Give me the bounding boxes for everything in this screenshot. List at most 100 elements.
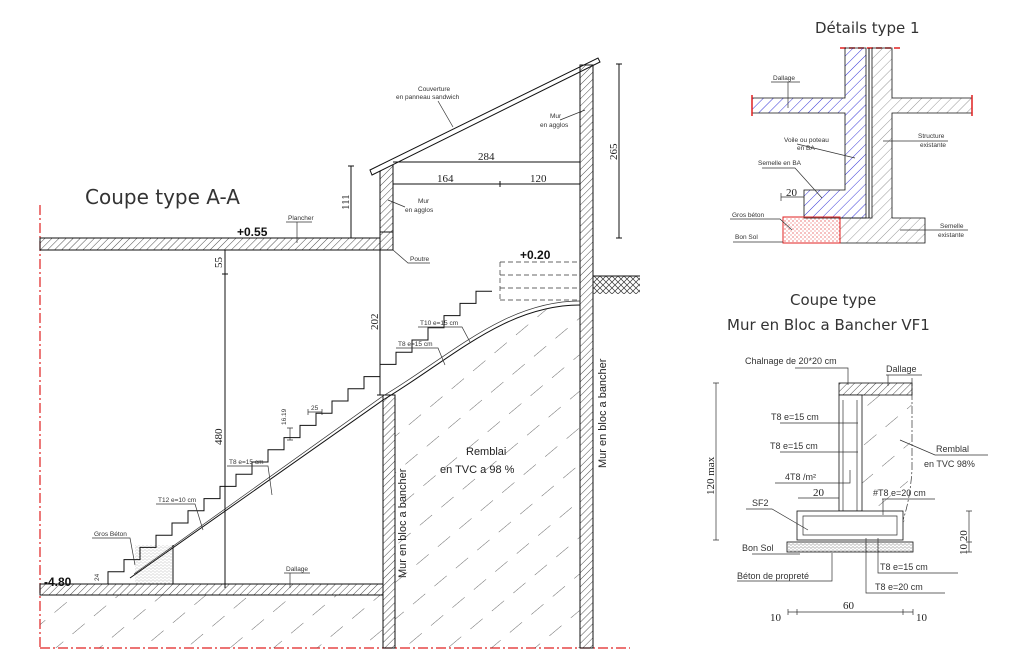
vf1-footing-rebar	[802, 515, 898, 536]
label-d-gros-beton: Gros béton	[732, 212, 765, 219]
level-plus-055: +0.55	[237, 225, 268, 239]
leader-t12	[156, 503, 204, 531]
stair-rebar	[133, 300, 581, 575]
leader-d-dallage	[771, 81, 800, 108]
label-structure-1: Structure	[918, 133, 945, 140]
label-vf1-4t8: 4T8 /m²	[785, 472, 816, 482]
coupe-vf1: Coupe type Mur en Bloc a Bancher VF1 Cha…	[705, 291, 988, 624]
label-sf2: SF2	[752, 498, 769, 508]
foundation-soil	[40, 595, 383, 648]
label-vf1-t8-c: T8 e=15 cm	[880, 562, 928, 572]
label-couverture-1: Couverture	[418, 86, 451, 93]
leader-sf2	[746, 508, 809, 531]
label-vf1-t8-a: T8 e=15 cm	[771, 412, 819, 422]
leader-vf1-t8-20	[882, 498, 935, 515]
label-t8-upper: T8 e=15 cm	[398, 341, 433, 348]
leader-d-gros-beton	[730, 218, 793, 231]
leader-semelle-ba	[762, 167, 823, 199]
label-vf1-bon-sol: Bon Sol	[742, 543, 774, 553]
dim-16-19: 16.19	[281, 408, 288, 425]
leader-t8-upper	[396, 347, 446, 366]
leader-plancher	[286, 221, 312, 243]
label-remblai-1: Remblai	[466, 446, 506, 458]
leader-voile	[796, 143, 856, 159]
vf1-dim-line-120max	[713, 382, 719, 541]
gros-beton-block	[135, 545, 173, 584]
level-plus-020: +0.20	[520, 248, 551, 262]
dim-line-265	[616, 63, 622, 239]
leader-t10	[418, 326, 471, 343]
new-structure-ba	[751, 47, 867, 219]
dim-202: 202	[369, 314, 381, 331]
label-mur-bloc-1: Mur en bloc a bancher	[397, 468, 409, 578]
dim-line-25	[307, 409, 323, 415]
dim-120: 120	[530, 173, 547, 185]
vf1-title-2: Mur en Bloc a Bancher VF1	[727, 316, 930, 334]
label-dallage: Dallage	[286, 566, 308, 573]
label-vf1-t8-b: T8 e=15 cm	[770, 441, 818, 451]
label-mur-agglos-left-2: en agglos	[405, 207, 434, 214]
leader-poutre	[392, 249, 430, 264]
dim-55: 55	[213, 257, 225, 269]
label-mur-agglos-right-1: Mur	[550, 113, 562, 120]
label-voile-2: en BA	[797, 145, 815, 152]
vf1-footing-sf2	[796, 510, 904, 541]
leader-vf1-t8-c	[877, 538, 958, 574]
wall-agglos-left	[379, 164, 394, 233]
leader-t8-lower	[227, 465, 273, 496]
vf1-dim-10-right: 10	[916, 612, 928, 624]
section-aa-title: Coupe type A-A	[85, 185, 240, 209]
label-vf1-t8-d: T8 e=20 cm	[875, 582, 923, 592]
label-gros-beton: Gros Béton	[94, 531, 127, 538]
label-t10: T10 e=15 cm	[420, 320, 458, 327]
label-couverture-2: en panneau sandwich	[396, 94, 460, 101]
label-semelle-ba: Semelle en BA	[758, 160, 802, 167]
dallage-lower	[39, 583, 384, 596]
detail-dim-20: 20	[786, 187, 798, 199]
label-structure-2: existante	[920, 142, 946, 149]
label-t12: T12 e=10 cm	[158, 497, 196, 504]
label-d-bon-sol: Bon Sol	[735, 234, 758, 241]
label-semelle-ex-2: existante	[938, 232, 964, 239]
label-vf1-dallage: Dallage	[886, 364, 917, 374]
label-poutre: Poutre	[410, 256, 430, 263]
leader-dallage	[284, 572, 310, 588]
dim-line-16	[287, 427, 293, 441]
label-t8-lower: T8 e=15 cm	[229, 459, 264, 466]
label-d-dallage: Dallage	[773, 75, 795, 82]
upper-landing-steps	[499, 261, 580, 301]
leader-vf1-dallage	[886, 374, 922, 386]
dim-24: 24	[94, 573, 101, 581]
label-voile-1: Voile ou poteau	[784, 137, 829, 144]
label-semelle-ex-1: Semelle	[940, 223, 964, 230]
label-remblai-2: en TVC a 98 %	[440, 464, 515, 476]
vf1-remblai-edge	[902, 378, 913, 521]
remblai-fill	[395, 305, 580, 648]
dim-480: 480	[213, 428, 225, 445]
poutre-beam	[379, 231, 394, 251]
vf1-wall	[838, 394, 863, 512]
label-mur-agglos-left-1: Mur	[418, 198, 430, 205]
label-mur-bloc-2: Mur en bloc a bancher	[597, 358, 609, 468]
wall-bloc-bancher-middle	[382, 394, 396, 649]
label-vf1-remblai-1: Remblal	[936, 444, 969, 454]
exterior-ground	[593, 276, 640, 294]
detail-type-1: Détails type 1 Dallage Voile ou poteau e…	[730, 19, 973, 244]
stair-slab-underside	[129, 304, 581, 579]
leader-gros-beton	[92, 537, 136, 566]
detail-title: Détails type 1	[815, 19, 920, 37]
dim-265: 265	[608, 143, 620, 160]
leader-vf1-4t8	[775, 470, 851, 484]
dim-111: 111	[340, 194, 352, 210]
section-aa: Coupe type A-A +0.55 Plancher Poutre Mur…	[39, 57, 640, 650]
leader-couverture	[437, 100, 454, 128]
plancher-slab	[39, 237, 381, 251]
vf1-remblai	[862, 395, 912, 535]
label-vf1-t8-20: #T8 e=20 cm	[873, 488, 926, 498]
vf1-dim-line-10-20	[966, 510, 972, 553]
vf1-beton-proprete	[786, 541, 914, 553]
vf1-dim-line-bottom	[787, 609, 914, 615]
vf1-dallage-chainage	[838, 382, 913, 396]
vf1-dim-120max: 120 max	[705, 456, 717, 495]
label-chainage: Chalnage de 20*20 cm	[745, 356, 837, 366]
